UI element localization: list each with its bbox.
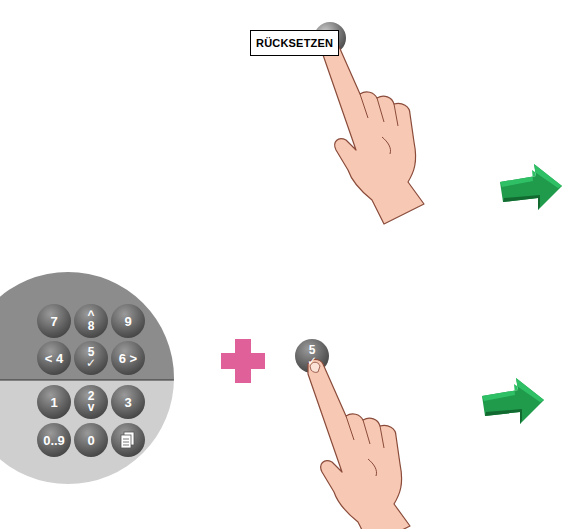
key-label: 2 v: [85, 391, 97, 413]
keypad-keys: [37, 304, 145, 457]
key-label: 1: [50, 397, 57, 408]
key: [37, 423, 71, 457]
key: [37, 385, 71, 419]
plus-sign: [221, 339, 265, 383]
key-label: 6 >: [119, 353, 137, 364]
keypad-bottom: [0, 380, 190, 500]
key: [74, 341, 108, 375]
key: [74, 423, 108, 457]
key-label: 3: [124, 397, 131, 408]
keypad: [0, 260, 190, 500]
key: [111, 385, 145, 419]
key-label: 0..9: [43, 435, 65, 446]
key: [37, 304, 71, 338]
keypad-top: [0, 260, 190, 380]
key-label: < 4: [45, 353, 63, 364]
key: [111, 304, 145, 338]
pointing-hand: [308, 360, 410, 529]
key: [37, 341, 71, 375]
key-label: 0: [87, 435, 94, 446]
keypad-divider: [0, 379, 190, 380]
green-arrow: [500, 164, 562, 210]
button-label: RÜCKSETZEN: [256, 37, 333, 49]
pointing-hand: [322, 38, 424, 225]
key-label: 9: [124, 316, 131, 327]
key: [74, 304, 108, 338]
key: [111, 423, 145, 457]
key-label: 5 ✓: [85, 347, 97, 369]
key: [111, 341, 145, 375]
key-label: 5 ✓: [306, 345, 318, 367]
key: [74, 385, 108, 419]
key-label: ^ 8: [85, 310, 97, 332]
key-label: 7: [50, 316, 57, 327]
document-icon: [121, 432, 134, 448]
green-arrow: [482, 378, 544, 424]
label-box: RÜCKSETZEN: [250, 30, 339, 56]
